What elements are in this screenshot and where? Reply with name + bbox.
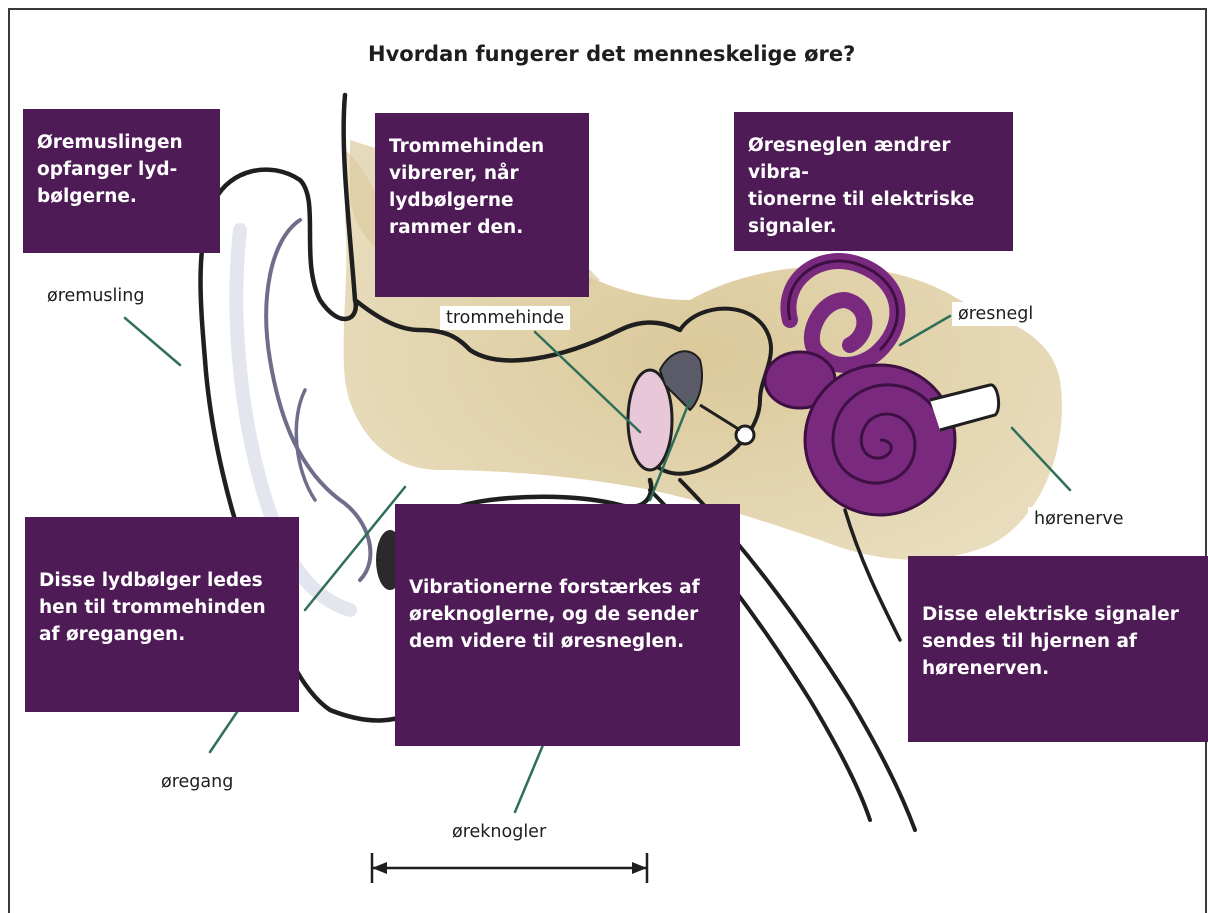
label-oremusling: øremusling — [41, 284, 150, 308]
leader-oremusling — [125, 318, 180, 365]
label-trommehinde: trommehinde — [440, 306, 570, 330]
scale-bar-right-arrow — [632, 862, 647, 874]
label-oresnegl: øresnegl — [952, 302, 1039, 326]
scale-bar-left-arrow — [372, 862, 387, 874]
info-box-trommehinde: Trommehinden vibrerer, når lydbølgerne r… — [375, 113, 589, 297]
info-box-oremusling: Øremuslingen opfanger lyd- bølgerne. — [23, 109, 220, 253]
leader-oreknogler-bottom — [515, 745, 543, 812]
pinna-antihelix — [296, 390, 315, 500]
info-box-horenerve: Disse elektriske signaler sendes til hje… — [908, 556, 1208, 742]
info-box-oresnegl: Øresneglen ændrer vibra- tionerne til el… — [734, 112, 1013, 251]
label-oregang: øregang — [155, 770, 239, 794]
info-box-oregang: Disse lydbølger ledes hen til trommehind… — [25, 517, 299, 712]
info-box-oreknogler: Vibrationerne forstærkes af øreknoglerne… — [395, 504, 740, 746]
diagram-title: Hvordan fungerer det menneskelige øre? — [368, 42, 855, 66]
label-horenerve: hørenerve — [1028, 507, 1130, 531]
label-oreknogler: øreknogler — [446, 820, 552, 844]
